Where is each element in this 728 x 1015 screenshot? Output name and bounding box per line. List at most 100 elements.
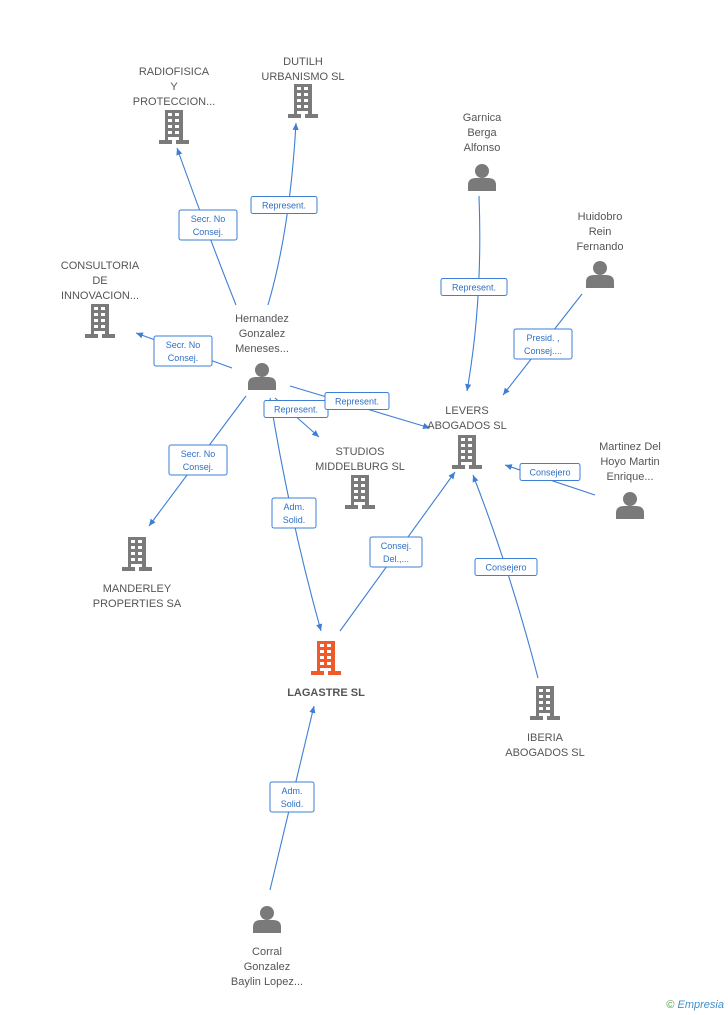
edge-label-huidobro-to-levers[interactable]: Presid. , Consej.... (513, 328, 573, 360)
edge-label-text: Consej. (168, 353, 199, 363)
building-icon (530, 686, 560, 720)
node-hernandez[interactable]: HernandezGonzalezMeneses... (235, 313, 289, 390)
edge-label-box (369, 536, 423, 568)
node-label-corral: Corral (252, 946, 282, 958)
edge-label-box (324, 392, 390, 410)
node-consultoria[interactable]: CONSULTORIADEINNOVACION... (61, 260, 140, 338)
edge-label-text: Consejero (529, 468, 570, 478)
node-label-manderley: MANDERLEY (103, 583, 172, 595)
edge-label-text: Presid. , (526, 333, 559, 343)
node-dutilh[interactable]: DUTILH URBANISMO SL (261, 56, 345, 118)
edge-labels-layer: Secr. No Consej. Represent. Secr. No Consej.… (153, 196, 581, 813)
edge-label-text: Secr. No (191, 214, 226, 224)
building-icon (159, 110, 189, 144)
edge-label-box (271, 497, 317, 529)
edge-label-box (269, 781, 315, 813)
edge-label-text: Solid. (281, 799, 304, 809)
node-label-garnica: Garnica (463, 112, 502, 124)
edge-label-text: Represent. (335, 397, 379, 407)
building-icon (452, 435, 482, 469)
node-label-lagastre: LAGASTRE SL (287, 687, 365, 699)
node-label-iberia: ABOGADOS SL (505, 747, 584, 759)
node-label-dutilh: URBANISMO SL (261, 71, 344, 83)
node-label-levers: ABOGADOS SL (427, 420, 506, 432)
node-lagastre[interactable]: LAGASTRE SL (287, 641, 365, 699)
node-label-radiofisica: PROTECCION... (133, 96, 216, 108)
node-label-consultoria: CONSULTORIA (61, 260, 140, 272)
edge-label-hernandez-to-levers[interactable]: Represent. (324, 392, 390, 410)
person-icon (253, 906, 281, 933)
node-label-garnica: Berga (467, 127, 497, 139)
edge-label-text: Consej. (183, 462, 214, 472)
person-icon (468, 164, 496, 191)
node-label-manderley: PROPERTIES SA (93, 598, 182, 610)
node-label-hernandez: Gonzalez (239, 328, 285, 340)
brand-footer[interactable]: © Empresia (666, 999, 724, 1011)
brand-name: Empresia (677, 999, 724, 1011)
node-label-consultoria: INNOVACION... (61, 290, 139, 302)
node-label-corral: Baylin Lopez... (231, 976, 303, 988)
edge-label-corral-to-lagastre[interactable]: Adm. Solid. (269, 781, 315, 813)
node-label-martinez: Martinez Del (599, 441, 661, 453)
node-label-dutilh: DUTILH (283, 56, 323, 68)
edge-label-text: Represent. (452, 283, 496, 293)
building-icon (288, 84, 318, 118)
edge-label-box (519, 463, 581, 481)
copyright-symbol: © (666, 999, 675, 1011)
node-levers[interactable]: LEVERS ABOGADOS SL (427, 405, 507, 469)
edge-label-hernandez-to-manderley[interactable]: Secr. No Consej. (168, 444, 228, 476)
edge-label-box (168, 444, 228, 476)
edge-label-hernandez-to-consultoria[interactable]: Secr. No Consej. (153, 335, 213, 367)
node-label-huidobro: Huidobro (578, 211, 623, 223)
edge-label-box (513, 328, 573, 360)
building-icon (345, 475, 375, 509)
edge-label-box (474, 558, 538, 576)
building-icon (122, 537, 152, 571)
edge-label-box (440, 278, 508, 296)
person-icon (586, 261, 614, 288)
edge-label-hernandez-to-dutilh[interactable]: Represent. (250, 196, 318, 214)
node-label-huidobro: Rein (589, 226, 612, 238)
edge-label-text: Represent. (262, 201, 306, 211)
edge-label-text: Secr. No (181, 449, 216, 459)
edge-label-text: Adm. (281, 786, 302, 796)
edge-label-text: Secr. No (166, 340, 201, 350)
edge-label-box (250, 196, 318, 214)
node-label-martinez: Enrique... (606, 471, 653, 483)
node-manderley[interactable]: MANDERLEY PROPERTIES SA (93, 537, 182, 610)
edge-label-text: Consejero (485, 563, 526, 573)
edge-garnica-to-levers (465, 195, 481, 392)
edge-label-iberia-to-levers[interactable]: Consejero (474, 558, 538, 576)
node-radiofisica[interactable]: RADIOFISICAYPROTECCION... (133, 66, 216, 144)
person-icon (248, 363, 276, 390)
edge-label-lagastre-to-levers[interactable]: Consej. Del.,... (369, 536, 423, 568)
edge-label-martinez-to-levers[interactable]: Consejero (519, 463, 581, 481)
node-label-levers: LEVERS (445, 405, 488, 417)
node-label-studios: STUDIOS (336, 446, 385, 458)
edge-hernandez-to-dutilh (267, 122, 299, 306)
node-label-martinez: Hoyo Martin (600, 456, 659, 468)
edge-label-garnica-to-levers[interactable]: Represent. (440, 278, 508, 296)
node-label-hernandez: Meneses... (235, 343, 289, 355)
main-company-icon (311, 641, 341, 675)
edge-label-text: Consej.... (524, 346, 562, 356)
edge-label-hernandez-to-lagastre[interactable]: Adm. Solid. (271, 497, 317, 529)
edge-label-hernandez-to-studios[interactable]: Represent. (263, 400, 329, 418)
edge-label-text: Adm. (283, 502, 304, 512)
edge-label-text: Represent. (274, 405, 318, 415)
node-label-corral: Gonzalez (244, 961, 290, 973)
edge-label-text: Solid. (283, 515, 306, 525)
edge-label-text: Del.,... (383, 554, 409, 564)
building-icon (85, 304, 115, 338)
node-label-huidobro: Fernando (576, 241, 623, 253)
edge-label-box (178, 209, 238, 241)
edge-label-text: Consej. (381, 541, 412, 551)
